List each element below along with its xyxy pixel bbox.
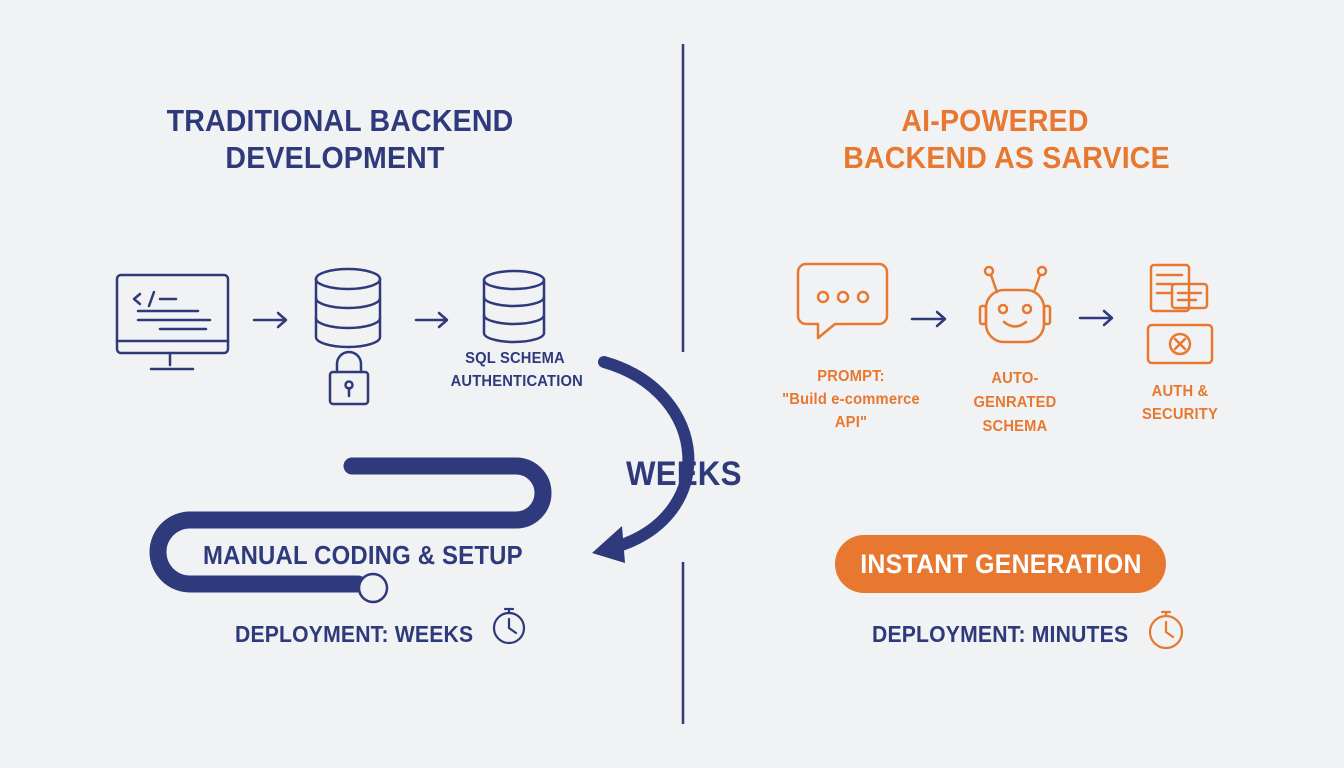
instant-generation-badge: INSTANT GENERATION bbox=[835, 535, 1166, 593]
left-deployment-label: DEPLOYMENT: WEEKS bbox=[235, 621, 474, 647]
sql-schema-label: SQL SCHEMA bbox=[465, 350, 565, 367]
prompt-label-line3: API" bbox=[834, 414, 868, 431]
chat-bubble-icon bbox=[796, 262, 889, 340]
arrow-icon bbox=[252, 311, 288, 329]
weeks-label: WEEKS bbox=[626, 455, 742, 493]
prompt-label-line1: PROMPT: bbox=[817, 368, 885, 385]
database-icon bbox=[314, 267, 382, 349]
auto-schema-line2: GENRATED bbox=[973, 394, 1057, 411]
database-icon bbox=[482, 269, 546, 344]
right-deployment-label: DEPLOYMENT: MINUTES bbox=[872, 621, 1129, 647]
lock-icon bbox=[328, 350, 370, 406]
winding-path bbox=[149, 457, 552, 604]
security-screen-icon bbox=[1146, 263, 1214, 365]
stopwatch-icon bbox=[492, 607, 526, 645]
path-end-circle bbox=[357, 572, 389, 604]
left-title-line2: DEVELOPMENT bbox=[225, 140, 445, 175]
arrow-icon bbox=[414, 311, 449, 329]
manual-coding-label: MANUAL CODING & SETUP bbox=[203, 540, 523, 570]
robot-icon bbox=[978, 265, 1052, 344]
instant-generation-label: INSTANT GENERATION bbox=[859, 548, 1142, 579]
auth-security-line2: SECURITY bbox=[1142, 406, 1218, 423]
authentication-label: AUTHENTICATION bbox=[450, 373, 583, 390]
auto-schema-line1: AUTO- bbox=[991, 370, 1039, 387]
arrow-icon bbox=[910, 310, 947, 328]
auth-security-line1: AUTH & bbox=[1151, 383, 1209, 400]
right-title-line2: BACKEND AS SARVICE bbox=[843, 140, 1170, 175]
stopwatch-icon bbox=[1148, 610, 1184, 650]
code-monitor-icon bbox=[115, 273, 230, 371]
left-title-line1: TRADITIONAL BACKEND bbox=[166, 103, 514, 138]
prompt-label-line2: "Build e-commerce bbox=[782, 391, 920, 408]
right-title-line1: AI-POWERED bbox=[901, 103, 1089, 138]
curved-arrow-icon bbox=[592, 356, 695, 563]
auto-schema-line3: SCHEMA bbox=[982, 418, 1048, 435]
arrow-icon bbox=[1078, 309, 1114, 327]
